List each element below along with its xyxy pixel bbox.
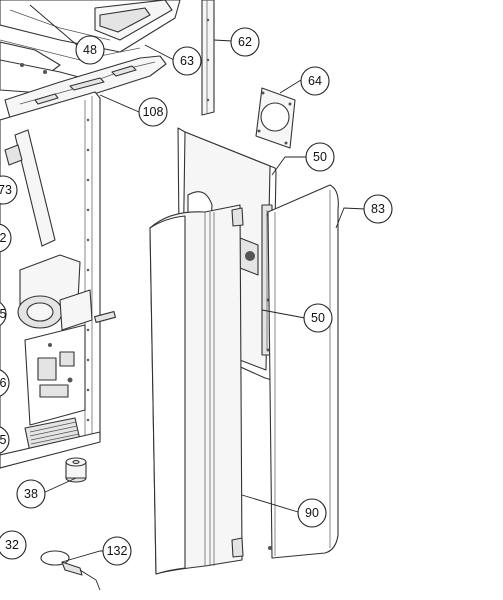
callout-32: 32: [0, 530, 27, 560]
callout-38: 38: [16, 479, 46, 509]
svg-text:48: 48: [83, 43, 97, 57]
callout-64: 64: [300, 66, 330, 96]
svg-text:32: 32: [5, 538, 19, 552]
plate-part-64: [255, 87, 296, 149]
svg-text:90: 90: [305, 506, 319, 520]
svg-text:132: 132: [107, 544, 128, 558]
callout-50-top: 50: [305, 142, 335, 172]
callout-6: 6: [0, 369, 10, 397]
callout-73: 73: [0, 175, 18, 205]
svg-text:2: 2: [0, 231, 7, 245]
callout-83: 83: [363, 194, 393, 224]
chassis-top-assembly: [0, 0, 181, 96]
svg-text:63: 63: [180, 54, 194, 68]
rail-part-62: [201, 0, 215, 116]
callout-90: 90: [297, 498, 327, 528]
callout-62: 62: [230, 27, 260, 57]
chassis-frame: [0, 91, 116, 469]
svg-text:83: 83: [371, 202, 385, 216]
svg-text:108: 108: [143, 105, 164, 119]
callout-108: 108: [138, 97, 168, 127]
svg-text:50: 50: [311, 311, 325, 325]
svg-text:38: 38: [24, 487, 38, 501]
front-panel-part-90: [149, 204, 244, 575]
svg-text:6: 6: [0, 376, 7, 390]
svg-text:5: 5: [0, 433, 7, 447]
svg-text:50: 50: [313, 150, 327, 164]
leader-lines: [29, 4, 366, 563]
svg-text:62: 62: [238, 35, 252, 49]
callout-63: 63: [172, 46, 202, 76]
callout-5: 5: [0, 301, 7, 327]
callout-50-mid: 50: [303, 303, 333, 333]
key-tool-part-132: [40, 550, 101, 591]
callout-2: 2: [0, 223, 12, 253]
svg-text:64: 64: [308, 74, 322, 88]
side-panel-part-83: [267, 184, 339, 559]
frame-holes: [86, 118, 90, 422]
svg-text:73: 73: [0, 183, 12, 197]
callout-132: 132: [102, 536, 132, 566]
svg-text:5: 5: [0, 307, 7, 321]
callout-5-lower: 5: [0, 426, 10, 454]
callout-48: 48: [75, 35, 105, 65]
